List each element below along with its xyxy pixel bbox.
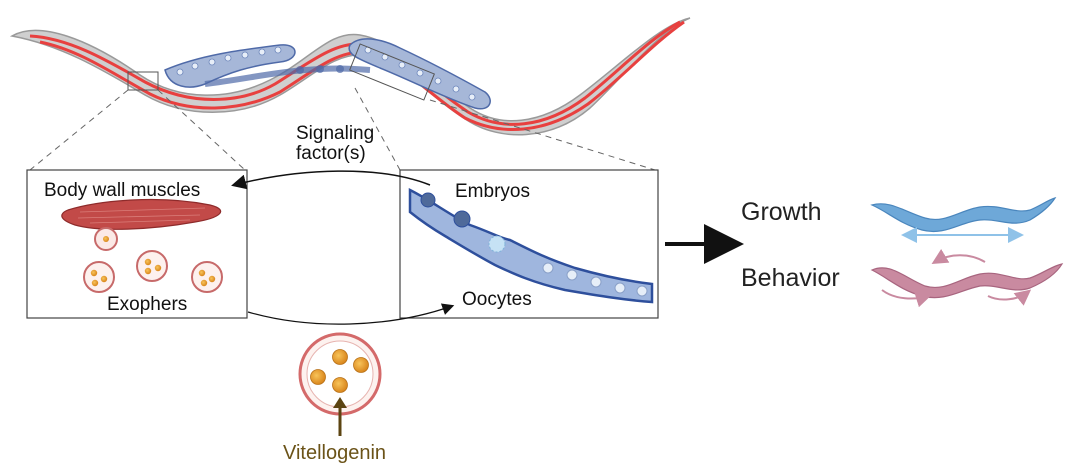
behavior-worm-icon (870, 248, 1064, 308)
worm-illustration (9, 17, 691, 136)
vitellogenin-label: Vitellogenin (283, 442, 387, 464)
vitellogenin-vesicle (298, 332, 382, 416)
gonad-tube (408, 187, 654, 304)
zoom-box-germline (349, 43, 435, 101)
germline (164, 44, 296, 88)
zoom-box-muscle (127, 71, 159, 91)
growth-label: Growth (741, 198, 822, 226)
germline-inset (399, 169, 659, 319)
growth-worm-icon (870, 196, 1057, 243)
embryo-1 (420, 192, 436, 208)
oocyte-nuclei (542, 262, 648, 297)
body-wall-muscles-label: Body wall muscles (44, 180, 201, 201)
behavior-label: Behavior (741, 264, 840, 292)
exophers-label: Exophers (107, 294, 188, 315)
germ-nuclei (176, 46, 476, 101)
spermatheca (488, 235, 506, 253)
embryos-label: Embryos (455, 181, 530, 202)
signaling-arrow (231, 170, 431, 190)
oocytes-label: Oocytes (462, 289, 532, 310)
muscle-cell-icon (61, 198, 222, 230)
worm-body (9, 17, 691, 136)
signaling-label-line2: factor(s) (296, 143, 366, 164)
uterus (204, 65, 371, 87)
zoom-lines (29, 87, 656, 171)
muscle-inset-frame (26, 169, 248, 319)
signaling-label-line1: Signaling (296, 123, 375, 144)
embryo-2 (453, 210, 471, 228)
exopher-vesicles (83, 250, 223, 293)
worm-embryos (296, 65, 344, 74)
muscle-inset (26, 169, 248, 319)
exopher-to-oocyte-arrow (247, 303, 455, 325)
